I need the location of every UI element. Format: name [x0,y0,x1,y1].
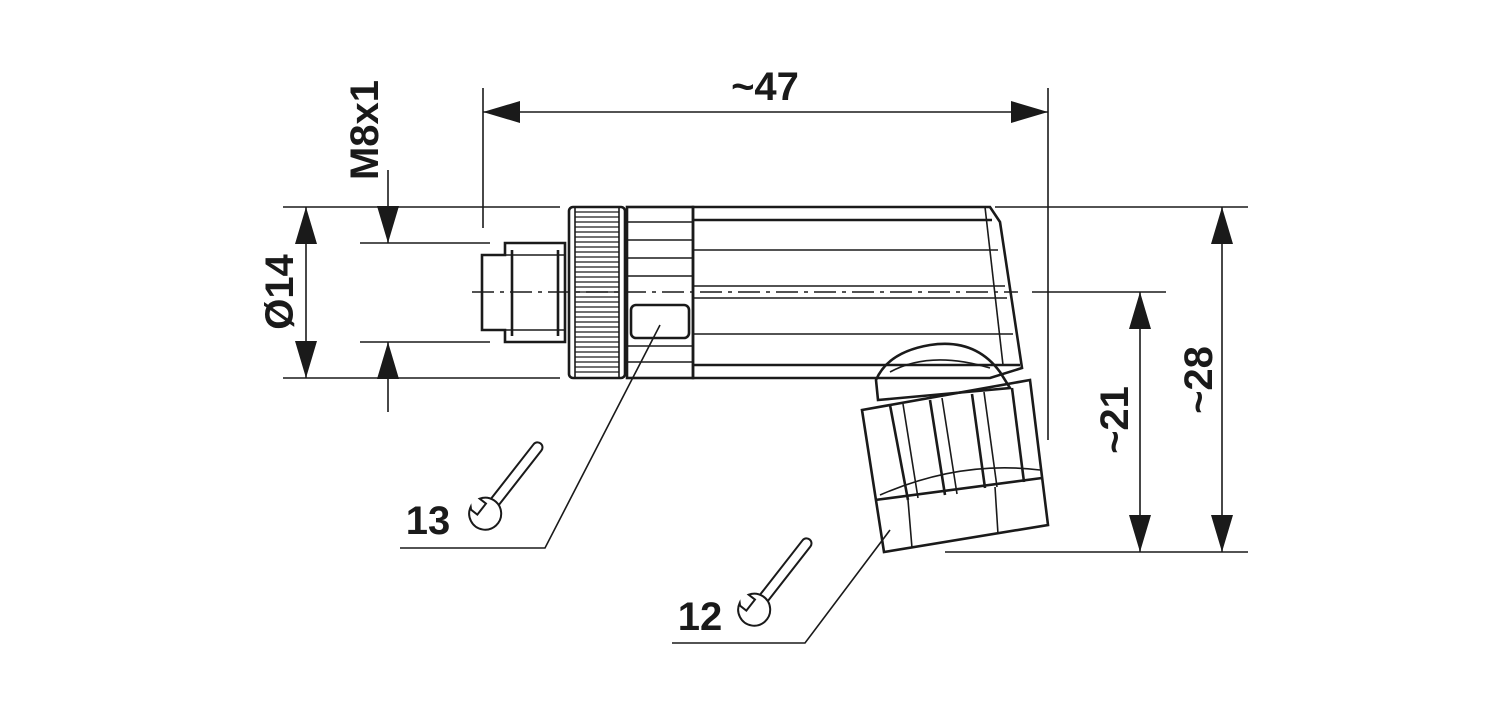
thread-dimension: M8x1 [343,80,490,412]
connector-drawing [480,205,1050,554]
callout-13: 13 [400,324,661,549]
pin-insert [480,241,567,344]
length-label: ~47 [731,65,799,109]
coupling-nut [567,205,627,380]
main-housing [691,205,1024,380]
diameter-dimension: Ø14 [258,206,560,379]
callout-12-label: 12 [678,595,723,639]
callout-12: 12 [672,529,891,644]
total-height-dimension: ~28 [945,206,1248,553]
axis-height-label: ~21 [1093,386,1137,454]
thread-label: M8x1 [343,80,387,180]
total-height-label: ~28 [1177,346,1221,414]
axis-height-dimension: ~21 [1032,291,1166,552]
diameter-label: Ø14 [258,253,302,329]
wrench-icon [468,441,544,531]
wrench-icon [737,537,813,627]
cable-outlet [860,342,1050,554]
callout-13-label: 13 [406,499,451,543]
length-dimension: ~47 [482,65,1049,440]
